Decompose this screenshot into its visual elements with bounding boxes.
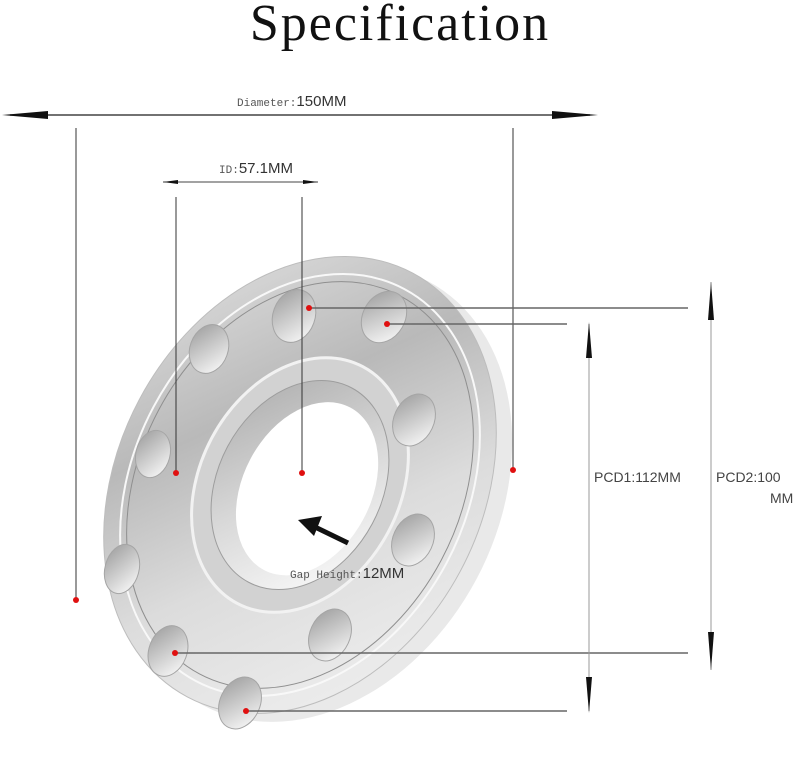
diameter-value: 150MM — [296, 93, 347, 110]
id-value: 57.1MM — [238, 160, 293, 177]
diameter-key: Diameter: — [237, 98, 297, 110]
diameter-dimension — [2, 111, 598, 600]
gap-height-arrow-icon — [298, 516, 350, 546]
bolt-holes — [103, 289, 436, 730]
pcd2-dimension — [708, 282, 714, 670]
pcd2-label-line1: PCD2:100 — [716, 469, 781, 485]
pcd-leaders — [175, 307, 688, 712]
pcd1-label: PCD1:112MM — [594, 469, 681, 485]
measurement-markers — [73, 305, 516, 714]
gap-height-label: Gap Height:12MM — [290, 566, 404, 582]
gap-height-value: 12MM — [362, 565, 405, 582]
pcd1-dimension — [586, 322, 592, 713]
spacer-body — [103, 256, 513, 722]
page-title: Specification — [249, 0, 551, 52]
diameter-label: Diameter:150MM — [237, 94, 346, 110]
gap-height-key: Gap Height: — [290, 570, 363, 582]
id-dimension — [163, 180, 318, 473]
id-key: ID: — [219, 165, 239, 177]
pcd2-label-line2: MM — [770, 490, 794, 506]
id-label: ID:57.1MM — [219, 161, 293, 177]
